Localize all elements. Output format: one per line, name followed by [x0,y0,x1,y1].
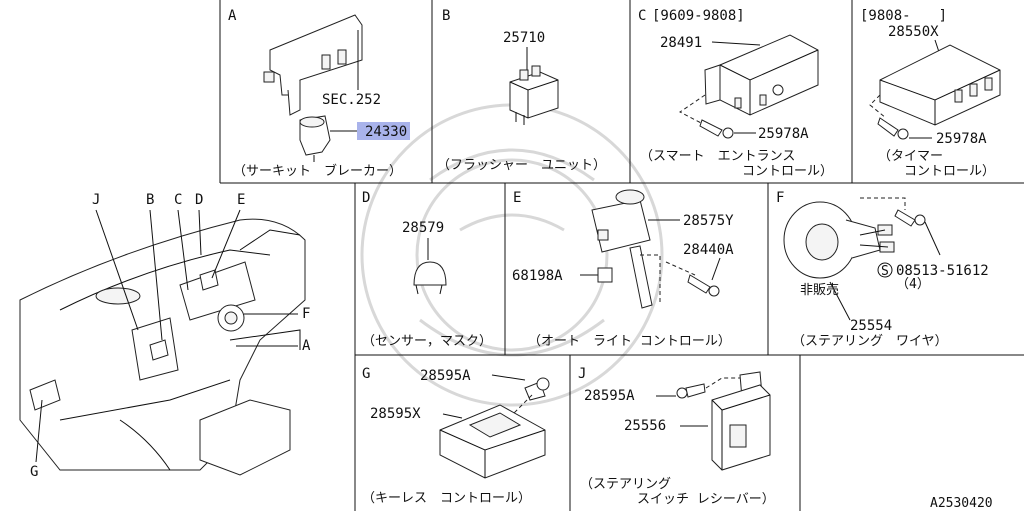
dashboard-overview [19,218,306,476]
panel-b-caption: （フラッシャー ユニット） [437,158,606,173]
part-25978a-c2[interactable]: 25978A [936,131,987,147]
part-25556[interactable]: 25556 [624,418,666,434]
panel-d-letter: D [362,190,370,206]
part-24330[interactable]: 24330 [365,124,407,140]
part-28440a[interactable]: 28440A [683,242,734,258]
panel-f-caption: （ステアリング ワイヤ） [792,334,948,349]
panel-b: B 25710 （フラッシャー ユニット） [437,8,606,173]
panel-j: J 28595A 25556 （ステアリング スイッチ レシーバー） [578,366,775,507]
panel-b-letter: B [442,8,450,24]
part-28595a-j[interactable]: 28595A [584,388,635,404]
screw-j [676,383,706,399]
panel-c-letter: C [638,8,646,24]
highlight-24330 [357,122,410,140]
panel-c2-date-range: [9808- ] [860,8,947,24]
sensor-mask [413,261,447,295]
circuit-breaker-part [299,115,331,162]
bolt-c2 [877,117,909,140]
sec-252-label: SEC.252 [322,92,381,108]
panel-j-letter: J [578,366,586,382]
steering-switch-receiver [711,371,771,471]
part-25554[interactable]: 25554 [850,318,892,334]
screw-symbol-s: S [881,264,889,279]
panel-g-letter: G [362,366,370,382]
panel-d: D 28579 （センサー，マスク） [362,190,492,349]
flasher-unit [509,65,559,125]
panel-d-caption: （センサー，マスク） [362,334,492,349]
panel-c-caption-2: コントロール） [742,164,833,179]
panel-c2-caption-2: コントロール） [904,164,995,179]
screw-g [524,377,550,401]
panel-e: E 28575Y 28440A 68198A （オート ライト コントロール） [512,189,734,349]
part-08513-51612[interactable]: 08513-51612 [896,263,989,279]
part-28550x[interactable]: 28550X [888,24,939,40]
part-25978a-c[interactable]: 25978A [758,126,809,142]
panel-a-letter: A [228,8,237,24]
callout-j: J [92,192,100,208]
part-28579[interactable]: 28579 [402,220,444,236]
panel-j-caption-2: スイッチ レシーバー） [637,492,775,507]
bolt-e [687,274,720,297]
panel-c-date-range: [9609-9808] [652,8,745,24]
panel-f-letter: F [776,190,784,206]
screw-quantity: （4） [896,277,930,292]
panel-a: A SEC.252 24330 （サーキット ブレーカー） [228,8,410,179]
auto-light-control-unit [591,189,661,309]
panel-g: G 28595A 28595X （キーレス コントロール） [362,366,550,506]
panel-g-caption: （キーレス コントロール） [362,491,531,506]
panel-e-letter: E [513,190,521,206]
panel-c: C [9609-9808] 28491 25978A （スマート エントランス … [638,8,833,179]
screw-f [894,209,926,227]
panel-c-caption-1: （スマート エントランス [640,149,795,164]
not-sold-label: 非販売 [800,282,839,298]
panel-e-caption: （オート ライト コントロール） [528,334,731,349]
overview-callouts: J B C D E F A G [30,192,311,480]
part-25710[interactable]: 25710 [503,30,545,46]
part-28595a-g[interactable]: 28595A [420,368,471,384]
steering-wire-spiral [783,201,895,279]
part-28575y[interactable]: 28575Y [683,213,734,229]
timer-control-unit [879,44,1001,126]
circuit-breaker-bracket [263,14,363,116]
bolt-c [699,119,734,139]
panel-a-caption: （サーキット ブレーカー） [233,163,402,179]
callout-d: D [195,192,203,208]
part-28491[interactable]: 28491 [660,35,702,51]
part-28595x[interactable]: 28595X [370,406,421,422]
panel-c2-caption-1: （タイマー [878,149,943,164]
callout-b: B [146,192,154,208]
part-68198a[interactable]: 68198A [512,268,563,284]
panel-f: F S 08513-51612 （4） 非販売 25554 （ステアリング ワイ… [776,190,989,349]
watermark-emblem [360,103,664,407]
figure-id: A2530420 [930,496,993,511]
callout-g: G [30,464,38,480]
keyless-control-unit [439,404,546,479]
panel-c2: [9808- ] 28550X 25978A （タイマー コントロール） [860,8,1001,179]
smart-entrance-unit [704,34,819,116]
callout-a: A [302,338,311,354]
callout-c: C [174,192,182,208]
panel-grid [219,0,1024,511]
callout-f: F [302,306,310,322]
callout-e: E [237,192,245,208]
panel-j-caption-1: （ステアリング [580,477,671,492]
